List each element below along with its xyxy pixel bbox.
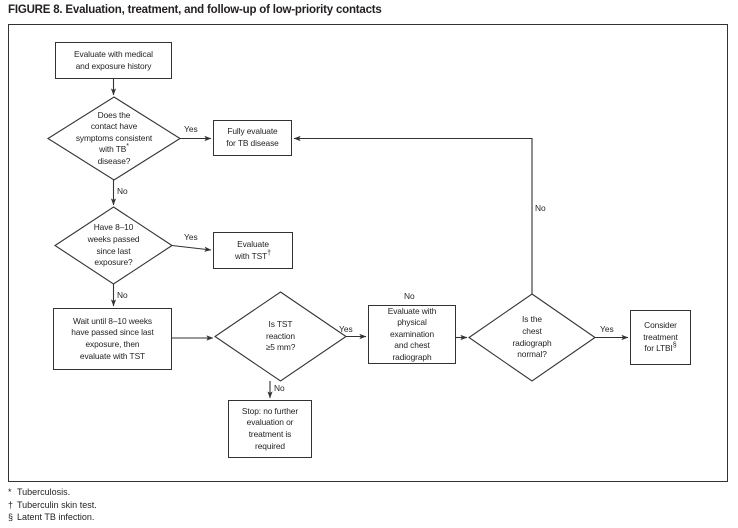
edge-label-radiograph-no: No xyxy=(535,203,546,213)
figure-title: FIGURE 8. Evaluation, treatment, and fol… xyxy=(8,4,382,16)
node-wait-until-label: Wait until 8–10 weeks have passed since … xyxy=(71,315,154,361)
node-stop-no-further: Stop: no further evaluation or treatment… xyxy=(228,400,312,458)
edge-label-weeks-yes: Yes xyxy=(184,232,198,242)
footnote-ltbi: §Latent TB infection. xyxy=(8,511,97,524)
footnote-tst: †Tuberculin skin test. xyxy=(8,499,97,512)
edge-label-radiograph-yes: Yes xyxy=(600,324,614,334)
node-physical-exam: Evaluate with physical examination and c… xyxy=(368,305,456,364)
edge-label-weeks-no: No xyxy=(117,290,128,300)
footnote-mark-section: § xyxy=(8,512,14,523)
edge-label-tst-yes: Yes xyxy=(339,324,353,334)
node-weeks-question: Have 8–10 weeks passed since last exposu… xyxy=(55,207,172,284)
node-radiograph-question-label: Is the chest radiograph normal? xyxy=(512,314,552,360)
footnotes: * Tuberculosis. †Tuberculin skin test. §L… xyxy=(8,486,97,524)
footnote-text-tuberculosis: Tuberculosis. xyxy=(17,487,71,497)
node-consider-treatment-label: Consider treatment for LTBI§ xyxy=(643,320,678,354)
node-weeks-question-label: Have 8–10 weeks passed since last exposu… xyxy=(87,222,140,268)
node-symptoms-question: Does the contact have symptoms consisten… xyxy=(48,97,180,180)
node-consider-treatment: Consider treatment for LTBI§ xyxy=(630,310,691,365)
node-wait-until: Wait until 8–10 weeks have passed since … xyxy=(53,308,172,370)
footnote-text-ltbi: Latent TB infection. xyxy=(17,512,95,523)
node-evaluate-history-label: Evaluate with medical and exposure histo… xyxy=(74,48,153,71)
node-evaluate-history: Evaluate with medical and exposure histo… xyxy=(55,42,172,79)
node-tst-reaction-question: Is TST reaction ≥5 mm? xyxy=(215,292,346,381)
node-evaluate-tst: Evaluate with TST† xyxy=(213,232,293,269)
edge-label-physical-exam-no: No xyxy=(404,291,415,301)
node-tst-reaction-question-label: Is TST reaction ≥5 mm? xyxy=(265,319,296,353)
footnote-mark-dagger: † xyxy=(8,499,14,510)
diamond-tst-shape xyxy=(214,291,347,382)
node-radiograph-question: Is the chest radiograph normal? xyxy=(469,294,595,381)
node-evaluate-tst-label: Evaluate with TST† xyxy=(235,238,271,261)
edge-label-symptoms-no: No xyxy=(117,186,128,196)
node-physical-exam-label: Evaluate with physical examination and c… xyxy=(387,305,437,362)
footnote-text-tst: Tuberculin skin test. xyxy=(17,499,97,510)
node-fully-evaluate: Fully evaluate for TB disease xyxy=(213,120,292,156)
diamond-radiograph-shape xyxy=(468,293,596,382)
node-fully-evaluate-label: Fully evaluate for TB disease xyxy=(226,126,279,148)
node-symptoms-question-label: Does the contact have symptoms consisten… xyxy=(75,109,153,166)
footnote-tuberculosis: * Tuberculosis. xyxy=(8,486,97,499)
node-stop-no-further-label: Stop: no further evaluation or treatment… xyxy=(241,405,299,451)
edge-label-symptoms-yes: Yes xyxy=(184,124,198,134)
figure-frame xyxy=(8,24,728,482)
footnote-mark-asterisk: * xyxy=(8,487,12,497)
edge-label-tst-no: No xyxy=(274,383,285,393)
